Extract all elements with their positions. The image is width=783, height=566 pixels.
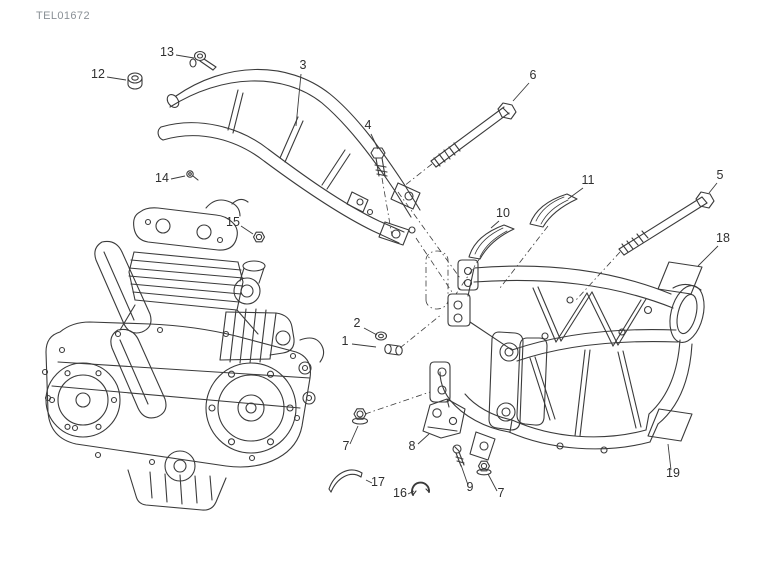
flanged-nut-12 — [127, 72, 143, 90]
callout-number-10: 10 — [496, 206, 510, 220]
callout-number-12: 12 — [91, 67, 105, 81]
callout-leader-9 — [460, 464, 469, 486]
callout-leader-12 — [106, 76, 127, 81]
callout-number-5: 5 — [717, 168, 724, 182]
callout-number-17: 17 — [371, 475, 385, 489]
callout-leader-13 — [175, 54, 195, 59]
nut-15 — [252, 231, 266, 243]
callout-leader-6 — [512, 82, 530, 102]
callout-leader-8 — [417, 433, 430, 445]
slider-pad-11 — [529, 193, 578, 228]
engine-drawing — [41, 198, 325, 511]
washer-2 — [374, 331, 388, 341]
nut-7-right — [476, 460, 492, 476]
label-plate-18 — [657, 261, 703, 295]
clip-16 — [411, 481, 430, 496]
bolt-5 — [618, 191, 715, 256]
figure-code: TEL01672 — [36, 10, 90, 22]
bracket-8 — [422, 398, 466, 439]
bolt-6 — [430, 102, 517, 168]
slider-pad-10 — [468, 224, 515, 260]
callout-number-7: 7 — [498, 486, 505, 500]
callout-number-13: 13 — [160, 45, 174, 59]
flanged-nut-7-left — [351, 408, 369, 425]
callout-number-2: 2 — [354, 316, 361, 330]
callout-leader-15 — [240, 225, 254, 235]
assembly-axis-lines — [364, 163, 621, 415]
callout-leader-4 — [370, 133, 379, 150]
callout-number-18: 18 — [716, 231, 730, 245]
bolt-4 — [370, 147, 388, 177]
callout-number-16: 16 — [393, 486, 407, 500]
main-frame-drawing — [429, 259, 705, 461]
screw-13 — [189, 50, 217, 71]
callout-number-7: 7 — [343, 439, 350, 453]
callout-leader-5 — [708, 182, 718, 194]
callout-leader-1 — [351, 343, 377, 348]
callout-number-11: 11 — [582, 173, 595, 187]
label-plate-19 — [647, 408, 693, 442]
callout-number-4: 4 — [365, 118, 372, 132]
callout-leader-18 — [697, 245, 719, 267]
callout-leader-10 — [490, 220, 500, 229]
screw-9 — [452, 444, 465, 467]
callout-number-8: 8 — [409, 439, 416, 453]
callout-number-6: 6 — [530, 68, 537, 82]
callout-leader-7 — [487, 473, 498, 492]
callout-number-19: 19 — [666, 466, 680, 480]
callout-leader-11 — [567, 187, 584, 200]
callout-number-14: 14 — [155, 171, 169, 185]
callout-leader-14 — [170, 175, 186, 180]
callout-number-15: 15 — [226, 215, 240, 229]
rear-subframe-drawing — [157, 68, 421, 246]
bushing-1 — [384, 343, 403, 356]
callout-leader-7 — [349, 425, 359, 445]
rivet-14 — [186, 170, 199, 181]
callout-leader-16 — [407, 490, 415, 495]
callout-number-1: 1 — [342, 334, 349, 348]
callout-leader-2 — [363, 327, 378, 336]
callout-number-3: 3 — [300, 58, 307, 72]
cable-17 — [328, 469, 363, 493]
callout-leader-19 — [667, 443, 672, 471]
callout-leader-17 — [365, 479, 373, 484]
callout-number-9: 9 — [467, 480, 474, 494]
callout-leader-3 — [295, 73, 302, 127]
